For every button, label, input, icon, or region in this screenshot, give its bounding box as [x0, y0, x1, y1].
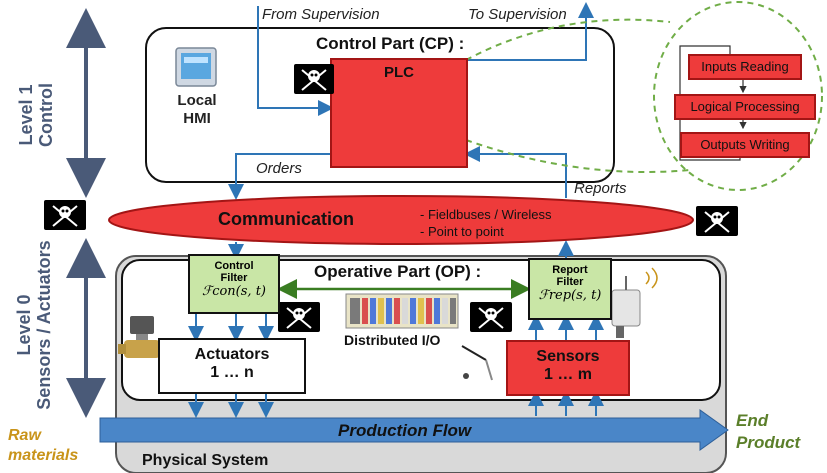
zoom-line-bottom: [465, 139, 691, 173]
pirate-flag-icon: [696, 206, 738, 236]
from-supervision-arrow: [257, 6, 334, 116]
hmi-line1: Local: [177, 92, 217, 109]
actuators-label: Actuators: [194, 346, 270, 363]
hmi-line2: HMI: [183, 110, 211, 127]
communication-item: - Point to point: [420, 224, 504, 239]
level1-text: Level 1: [16, 84, 36, 146]
report-filter-line1: Report: [552, 264, 588, 276]
physical-system-label: Physical System: [142, 452, 269, 469]
distributed-io-label: Distributed I/O: [344, 332, 441, 348]
communication-ellipse: [108, 195, 694, 245]
production-flow-arrow: [99, 409, 729, 451]
actuators-box: Actuators 1 … n: [158, 338, 306, 394]
operative-part-title: Operative Part (OP) :: [314, 262, 482, 281]
plc-box: [330, 58, 468, 168]
reports-label: Reports: [574, 180, 627, 197]
logical-processing-step: Logical Processing: [674, 94, 816, 120]
zoom-line-top: [465, 18, 671, 61]
control-filter-formula: ℱcon(s, t): [201, 284, 266, 299]
skull-icon: [704, 211, 730, 233]
end-line2: Product: [736, 433, 801, 452]
skull-icon: [478, 307, 504, 329]
skull-icon: [286, 307, 312, 329]
report-filter-formula: ℱrep(s, t): [538, 288, 602, 303]
raw-line2: materials: [8, 447, 79, 464]
level0-text: Level 0: [14, 294, 34, 356]
end-line1: End: [736, 411, 769, 430]
reports-arrow: [464, 146, 567, 198]
actuators-range: 1 … n: [210, 364, 254, 381]
outputs-writing-step: Outputs Writing: [680, 132, 810, 158]
control-filter-line1: Control: [214, 260, 254, 272]
skull-icon: [52, 205, 78, 227]
orders-arrow: [228, 153, 330, 200]
plc-cycle-ellipse: [653, 1, 823, 191]
level0-label: Level 0 Sensors / Actuators: [14, 232, 60, 418]
sensors-box: Sensors 1 … m: [506, 340, 630, 396]
pirate-flag-icon: [44, 200, 86, 230]
hmi-screen-icon: [175, 47, 217, 87]
inputs-reading-step: Inputs Reading: [688, 54, 802, 80]
from-supervision-label: From Supervision: [262, 6, 380, 23]
production-flow-label: Production Flow: [338, 421, 472, 440]
to-supervision-arrow: [466, 2, 594, 61]
raw-materials-label: Raw materials: [8, 426, 78, 466]
to-supervision-label: To Supervision: [468, 6, 567, 23]
wireless-sensor-icon: [611, 267, 658, 338]
sensors-label: Sensors: [536, 348, 600, 365]
pirate-flag-icon: [278, 302, 320, 332]
probe-sensor-icon: [461, 345, 493, 381]
raw-line1: Raw: [8, 427, 41, 444]
local-hmi-label: Local HMI: [170, 92, 224, 128]
valve-icon: [118, 316, 166, 358]
control-part-title: Control Part (CP) :: [316, 34, 465, 53]
pirate-flag-icon: [294, 64, 334, 94]
distributed-io-icon: [345, 293, 459, 329]
report-filter-line2: Filter: [556, 276, 584, 288]
communication-title: Communication: [218, 209, 355, 229]
pirate-flag-icon: [470, 302, 512, 332]
communication-item: - Fieldbuses / Wireless: [420, 207, 552, 222]
skull-icon: [301, 69, 327, 91]
control-filter-box: Control Filter ℱcon(s, t): [188, 254, 280, 314]
sensors-range: 1 … m: [543, 366, 592, 383]
level0-sub-text: Sensors / Actuators: [34, 240, 54, 410]
end-product-label: End Product: [736, 410, 800, 454]
level1-sub-text: Control: [36, 83, 56, 147]
level1-label: Level 1 Control: [16, 72, 62, 158]
control-filter-line2: Filter: [220, 272, 248, 284]
orders-label: Orders: [256, 160, 302, 177]
communication-list: - Fieldbuses / Wireless - Point to point: [420, 206, 551, 240]
plc-label: PLC: [384, 64, 414, 81]
report-filter-box: Report Filter ℱrep(s, t): [528, 258, 612, 320]
